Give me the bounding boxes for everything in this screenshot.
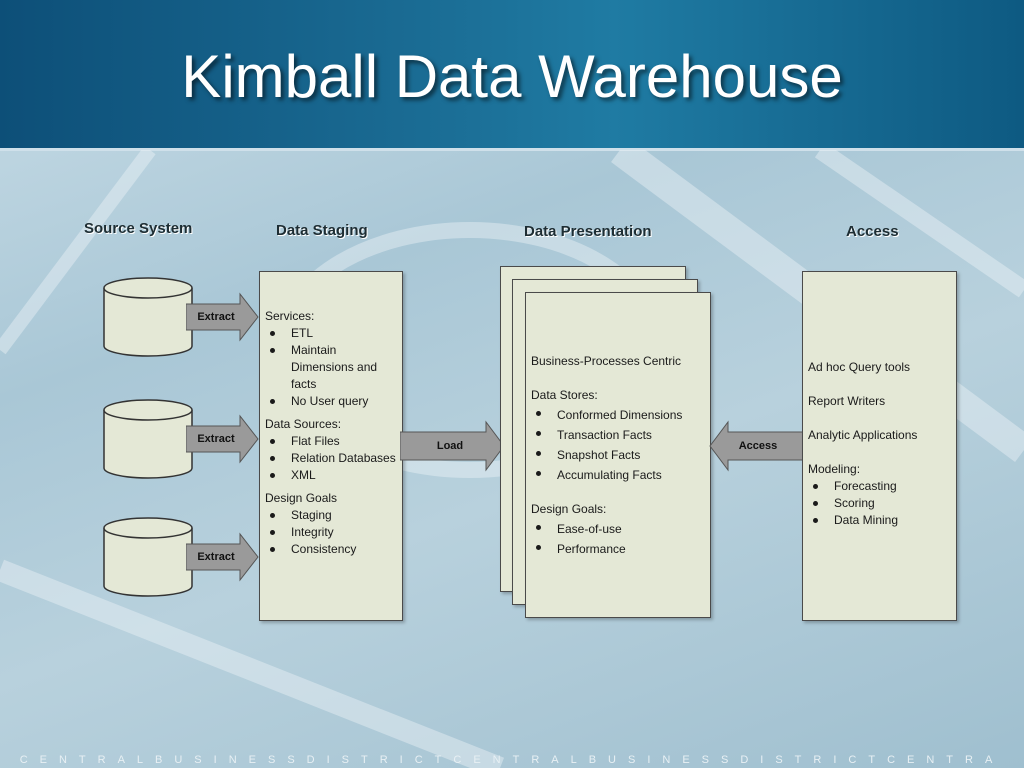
list-item: Scoring	[813, 495, 950, 512]
extract-label: Extract	[197, 551, 235, 563]
list-item: Transaction Facts	[536, 425, 704, 445]
access-tool: Analytic Applications	[808, 428, 918, 442]
list-item: Flat Files	[270, 433, 396, 450]
load-arrow: Load	[399, 420, 506, 472]
database-cylinder-icon	[103, 399, 193, 479]
data-stores-title: Data Stores:	[531, 388, 598, 402]
presentation-design-goals-list: Ease-of-use Performance	[531, 519, 704, 559]
data-staging-panel: Services: ETL Maintain Dimensions and fa…	[259, 271, 403, 621]
services-list: ETL Maintain Dimensions and facts No Use…	[265, 325, 396, 410]
header-source-system: Source System	[84, 220, 193, 237]
staging-design-goals-title: Design Goals	[265, 491, 338, 505]
list-item: Data Mining	[813, 512, 950, 529]
footer-watermark: CENTRALBUSINESSDISTRICTCENTRALBUSINESSDI…	[19, 754, 1005, 766]
extract-arrow-1: Extract	[185, 292, 260, 342]
list-item: ETL	[270, 325, 396, 342]
header-access: Access	[846, 223, 899, 240]
list-item: Relation Databases	[270, 451, 396, 465]
data-sources-title: Data Sources:	[265, 417, 342, 431]
database-cylinder-icon	[103, 277, 193, 357]
right-arrow-icon	[185, 414, 259, 464]
right-arrow-icon	[399, 420, 505, 472]
right-arrow-icon	[185, 532, 259, 582]
data-stores-list: Conformed Dimensions Transaction Facts S…	[531, 405, 704, 485]
list-item: Snapshot Facts	[536, 445, 704, 465]
left-arrow-icon	[709, 420, 805, 472]
list-item: Accumulating Facts	[536, 465, 704, 485]
access-tool: Report Writers	[808, 394, 886, 408]
list-item: No User query	[270, 393, 396, 410]
extract-arrow-3: Extract	[185, 532, 260, 582]
extract-label: Extract	[197, 433, 235, 445]
list-item: Maintain Dimensions and facts	[270, 342, 396, 393]
list-item: Integrity	[270, 524, 396, 541]
extract-arrow-2: Extract	[185, 414, 260, 464]
list-item: Forecasting	[813, 478, 950, 495]
slide-title: Kimball Data Warehouse	[181, 43, 843, 110]
list-item: Consistency	[270, 541, 396, 558]
load-label: Load	[436, 440, 464, 452]
staging-design-goals-list: Staging Integrity Consistency	[265, 507, 396, 558]
list-item: XML	[270, 467, 396, 484]
access-arrow-label: Access	[738, 440, 778, 452]
data-presentation-panel: Business-Processes Centric Data Stores: …	[525, 292, 711, 618]
right-arrow-icon	[185, 292, 259, 342]
extract-label: Extract	[197, 311, 235, 323]
title-band	[0, 0, 1024, 151]
list-item: Performance	[536, 539, 704, 559]
data-sources-list: Flat Files Relation Databases XML	[265, 433, 396, 484]
modeling-title: Modeling:	[808, 462, 861, 476]
access-arrow: Access	[708, 420, 805, 472]
header-data-staging: Data Staging	[276, 222, 368, 239]
presentation-design-goals-title: Design Goals:	[531, 502, 607, 516]
list-item: Ease-of-use	[536, 519, 704, 539]
modeling-list: Forecasting Scoring Data Mining	[808, 478, 950, 529]
database-cylinder-icon	[103, 517, 193, 597]
header-data-presentation: Data Presentation	[524, 223, 652, 240]
access-tool: Ad hoc Query tools	[808, 360, 911, 374]
access-panel: Ad hoc Query tools Report Writers Analyt…	[802, 271, 957, 621]
presentation-heading: Business-Processes Centric	[531, 354, 682, 368]
services-title: Services:	[265, 309, 315, 323]
list-item: Staging	[270, 507, 396, 524]
list-item: Conformed Dimensions	[536, 405, 704, 425]
